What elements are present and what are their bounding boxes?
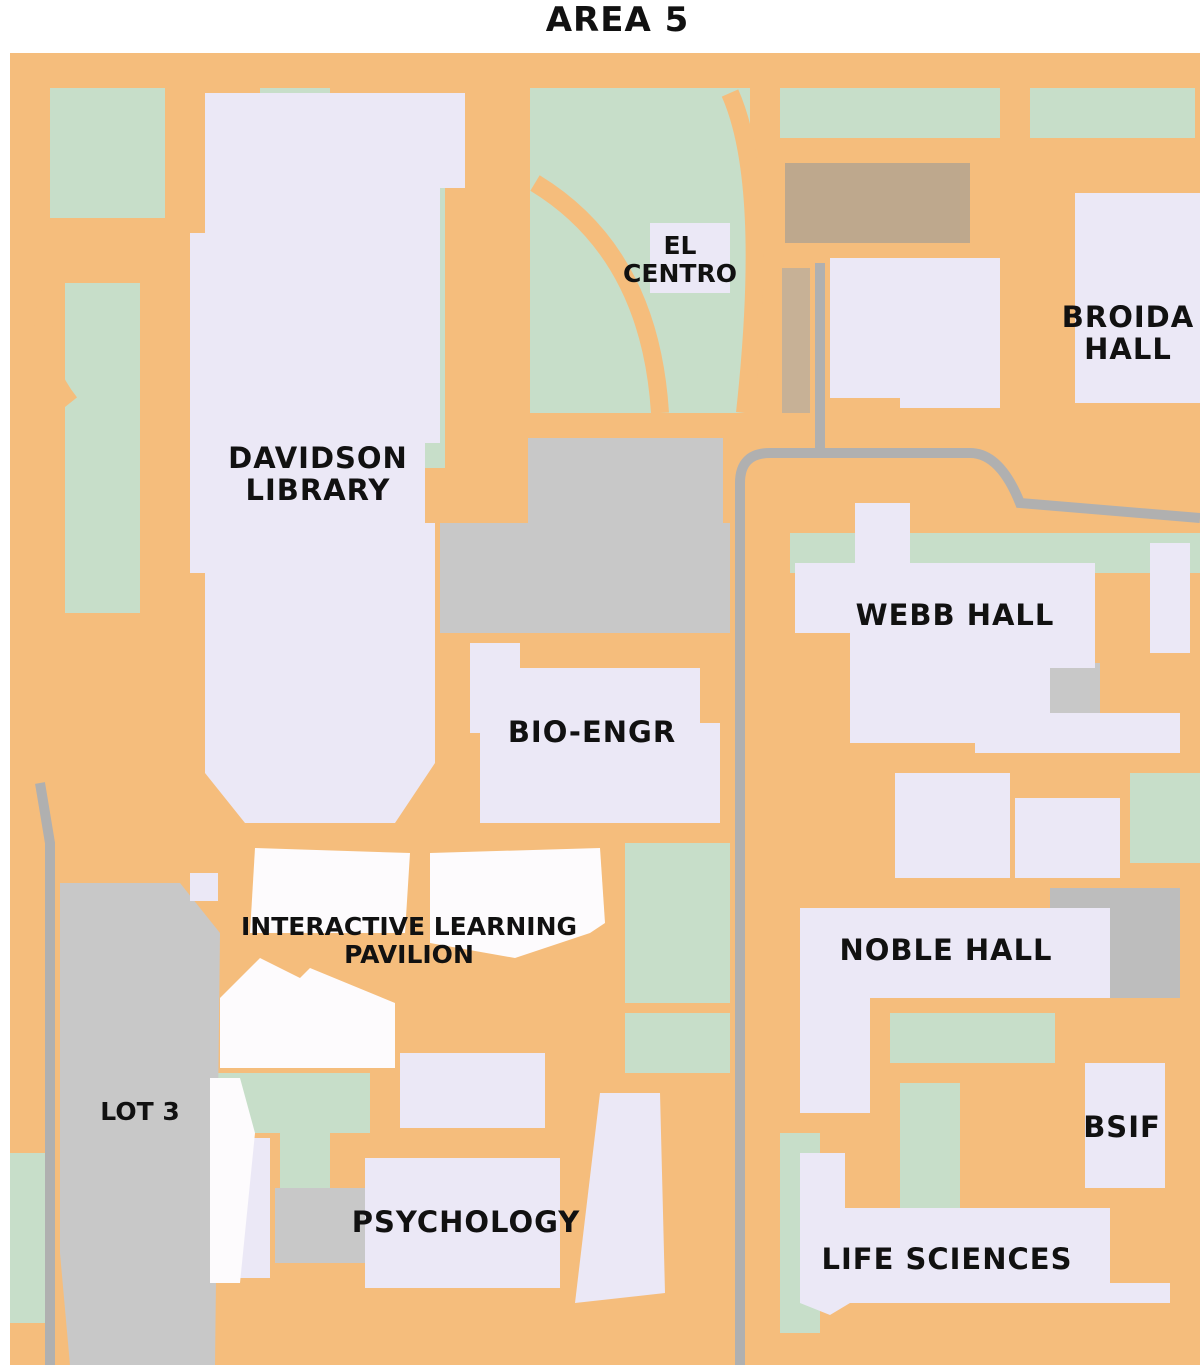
label-line: HALL: [1084, 331, 1172, 366]
psychology-building: [365, 1158, 560, 1288]
davidson-library-building: [190, 93, 465, 823]
interactive-learning-pavilion-buildings: [210, 848, 605, 1283]
label-line: LIBRARY: [245, 472, 391, 507]
label-line: BROIDA: [1061, 300, 1195, 334]
label-lot-3[interactable]: LOT 3: [100, 1097, 180, 1126]
paths-over-lawn: [34, 89, 764, 414]
label-noble-hall[interactable]: NOBLE HALL: [839, 933, 1053, 967]
noble-hall-building: [800, 908, 1110, 1113]
parking-and-roads: [35, 163, 1200, 1365]
webb-hall-building: [795, 503, 1095, 743]
label-bio-engr[interactable]: BIO-ENGR: [507, 715, 677, 749]
label-line: EL: [663, 231, 697, 260]
broida-hall-building: [1075, 193, 1200, 403]
label-line: CENTRO: [623, 258, 737, 288]
label-el-centro[interactable]: EL CENTRO: [623, 232, 737, 287]
label-interactive-learning-pavilion[interactable]: INTERACTIVE LEARNING PAVILION: [241, 913, 577, 968]
parking-lot-b: [440, 523, 730, 633]
bsif-building: [1085, 1063, 1165, 1188]
label-life-sciences[interactable]: LIFE SCIENCES: [821, 1242, 1073, 1276]
label-line: DAVIDSON: [228, 441, 408, 475]
label-bsif[interactable]: BSIF: [1083, 1110, 1161, 1144]
label-broida-hall[interactable]: BROIDA HALL: [1061, 300, 1195, 366]
map-title: AREA 5: [545, 0, 690, 40]
label-psychology[interactable]: PSYCHOLOGY: [351, 1205, 581, 1239]
label-webb-hall[interactable]: WEBB HALL: [855, 598, 1055, 632]
label-line: PAVILION: [344, 939, 474, 969]
label-davidson-library[interactable]: DAVIDSON LIBRARY: [228, 441, 408, 507]
buildings: [190, 93, 1200, 1315]
el-centro-building: [650, 223, 730, 293]
campus-map[interactable]: [10, 53, 1200, 1365]
label-line: INTERACTIVE LEARNING: [240, 912, 578, 941]
bio-engr-building: [470, 643, 720, 823]
lot-3-parking: [60, 883, 220, 1365]
life-sciences-building: [800, 1153, 1170, 1315]
